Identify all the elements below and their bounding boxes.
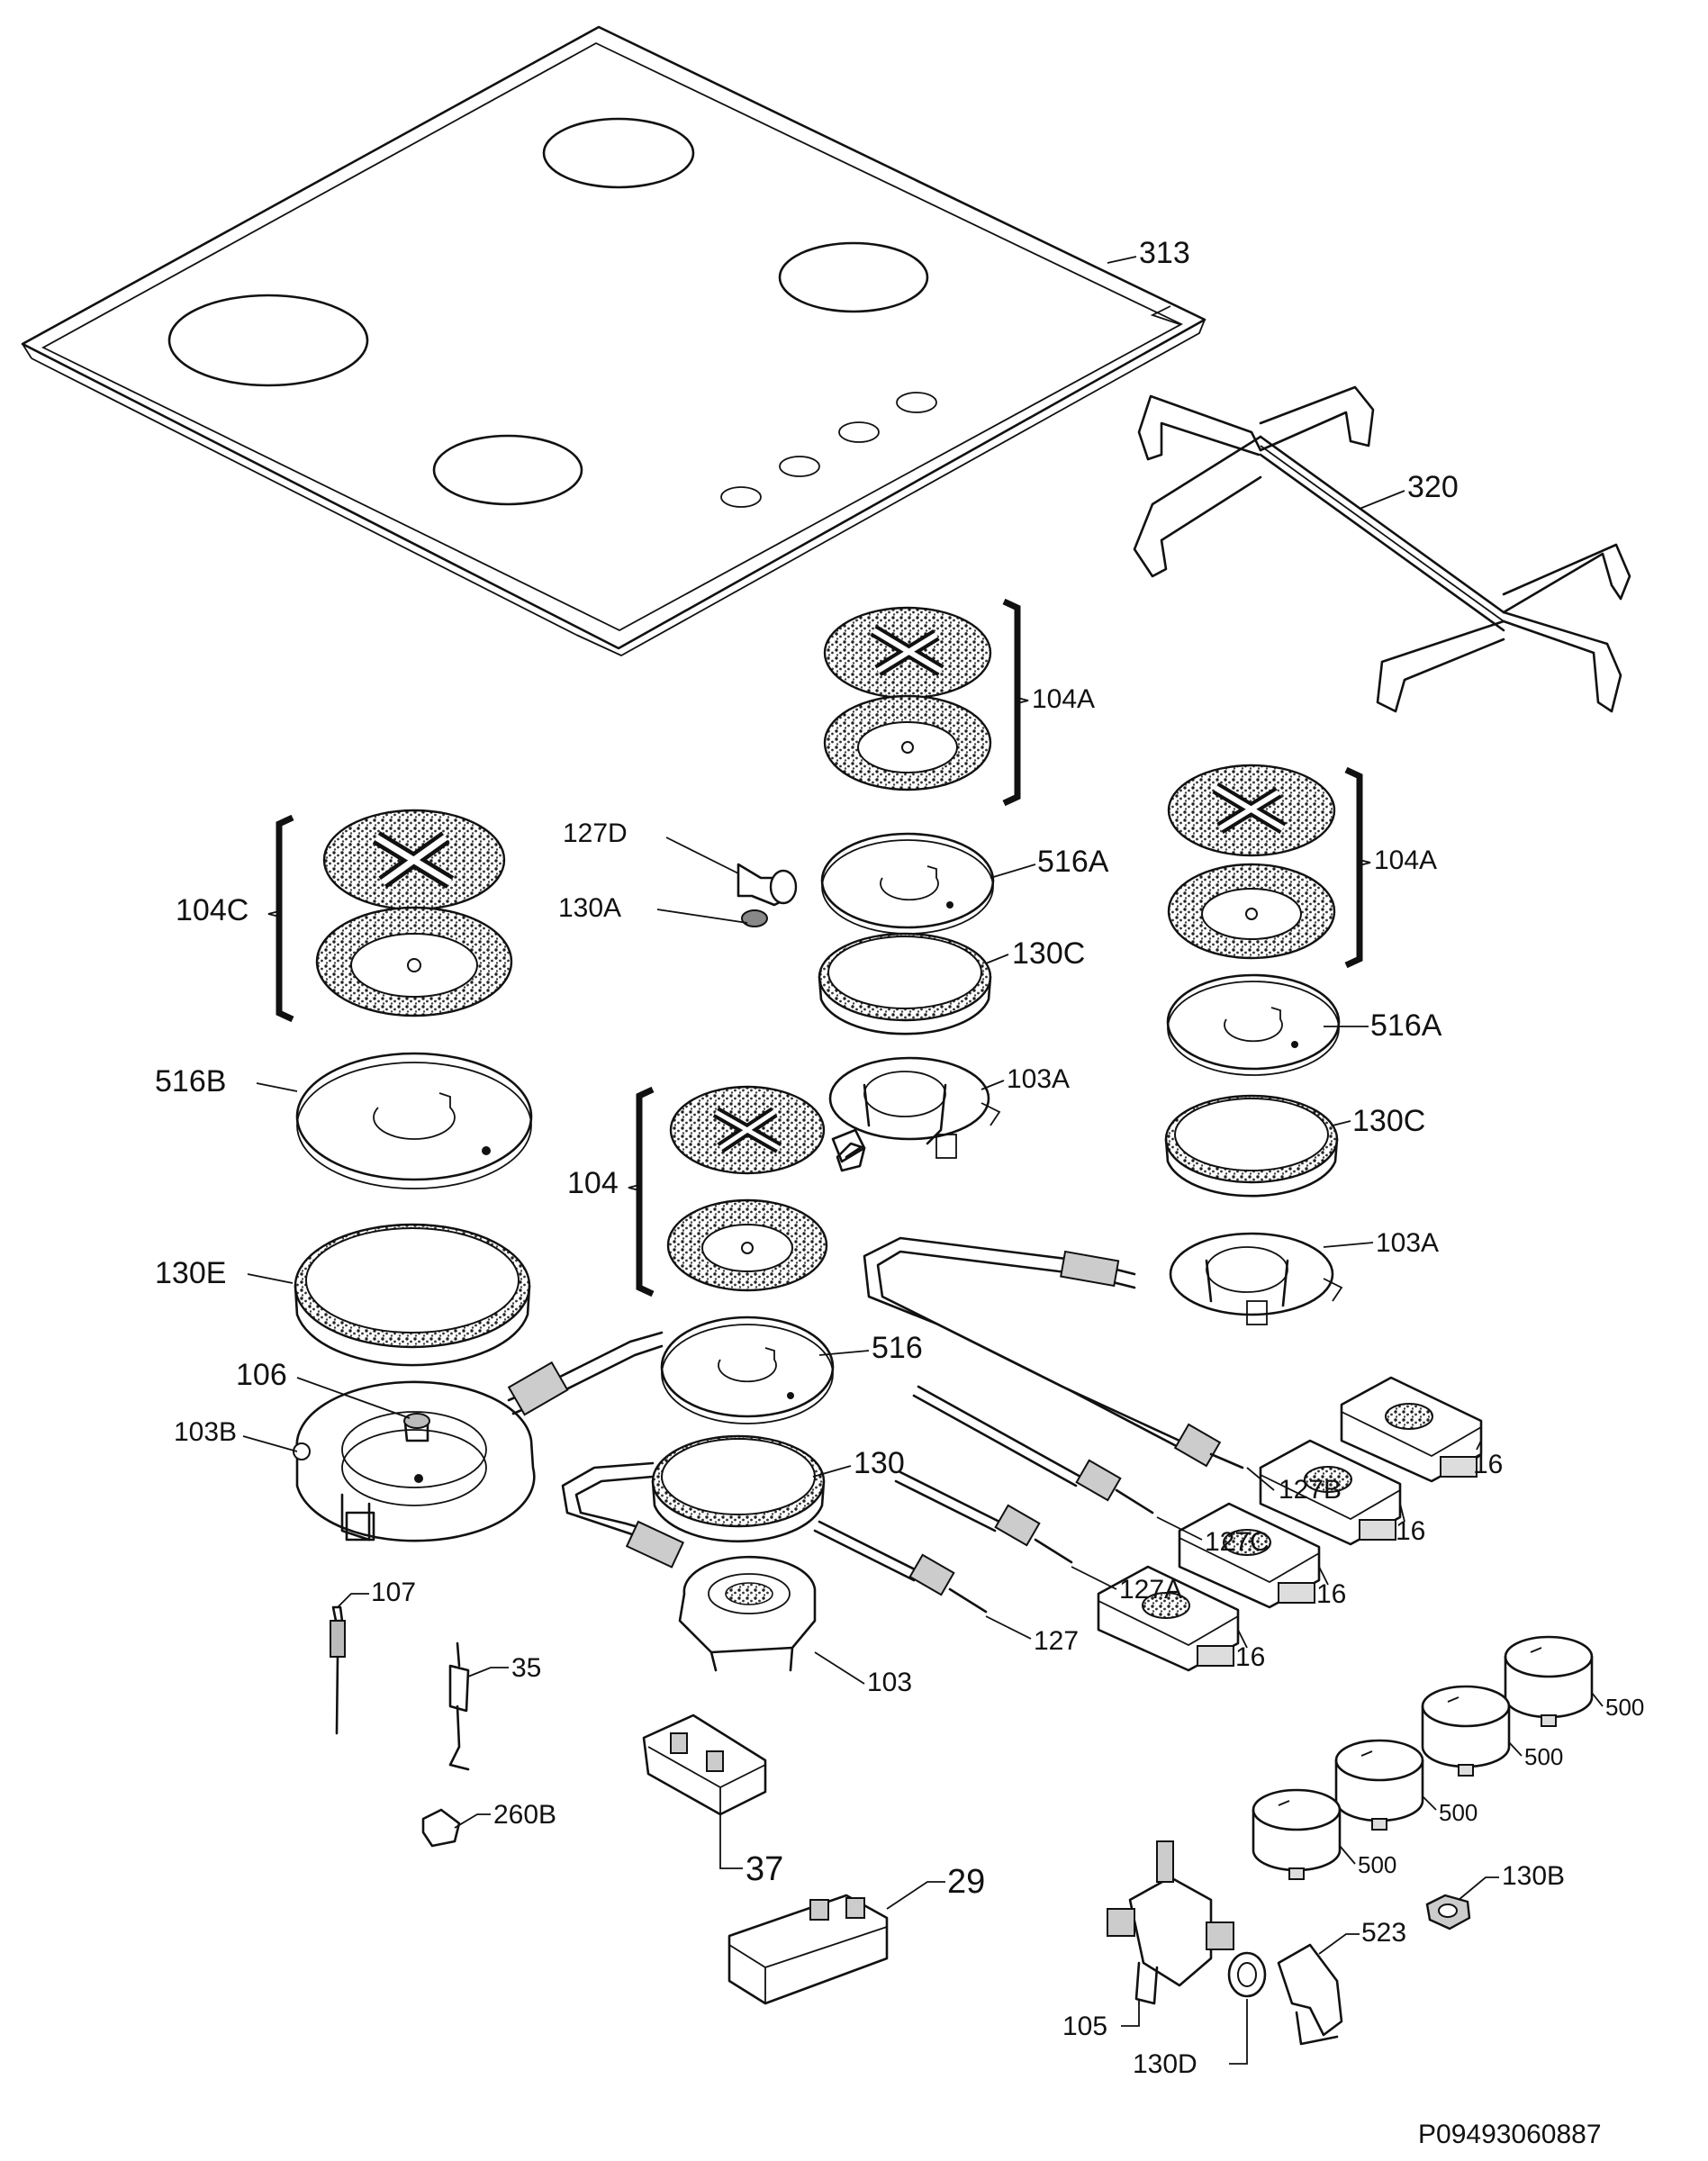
burner-base-103b bbox=[293, 1380, 536, 1542]
seal-130d bbox=[1227, 1951, 1267, 1998]
drawing-code: P09493060887 bbox=[1418, 2120, 1602, 2149]
label-127a: 127A bbox=[1119, 1575, 1182, 1605]
label-35: 35 bbox=[511, 1653, 541, 1683]
label-320: 320 bbox=[1407, 470, 1459, 504]
label-103a-top: 103A bbox=[1007, 1064, 1070, 1094]
brace-104a-right bbox=[1344, 766, 1363, 969]
label-106: 106 bbox=[236, 1358, 287, 1392]
flame-spreader-516b bbox=[295, 1052, 533, 1189]
tap-support-16-4 bbox=[1097, 1565, 1240, 1672]
clip-260b bbox=[421, 1808, 461, 1848]
control-knob-500-3 bbox=[1334, 1739, 1424, 1831]
label-130e: 130E bbox=[155, 1256, 226, 1290]
label-103b: 103B bbox=[174, 1417, 237, 1447]
label-130b: 130B bbox=[1502, 1861, 1565, 1891]
gas-pipe-127a bbox=[894, 1470, 1073, 1564]
gas-pipe-left-loop bbox=[561, 1461, 685, 1569]
label-105: 105 bbox=[1062, 2012, 1107, 2041]
label-260b: 260B bbox=[493, 1800, 556, 1830]
label-37: 37 bbox=[746, 1850, 783, 1888]
label-516a-top: 516A bbox=[1037, 845, 1109, 879]
label-16-3: 16 bbox=[1316, 1579, 1346, 1609]
flame-spreader-516a-right bbox=[1166, 973, 1341, 1076]
hob-top-panel bbox=[21, 25, 1206, 657]
label-523: 523 bbox=[1361, 1918, 1406, 1948]
tap-support-16-2 bbox=[1259, 1439, 1402, 1546]
flame-spreader-516a-top bbox=[820, 832, 995, 935]
ring-130c-top bbox=[818, 932, 992, 1035]
label-127c: 127C bbox=[1205, 1527, 1270, 1557]
label-516: 516 bbox=[872, 1331, 923, 1365]
brace-104a-top bbox=[1002, 598, 1021, 807]
spark-electrode-35 bbox=[448, 1641, 470, 1771]
label-104a-top: 104A bbox=[1032, 684, 1095, 714]
burner-cap-104c bbox=[315, 809, 513, 1017]
gas-pipe-127c bbox=[912, 1385, 1154, 1515]
label-16-1: 16 bbox=[1473, 1450, 1503, 1479]
label-130d: 130D bbox=[1133, 2049, 1197, 2079]
label-500-4: 500 bbox=[1358, 1851, 1396, 1878]
flame-spreader-516 bbox=[660, 1316, 835, 1424]
brace-104 bbox=[636, 1086, 655, 1298]
gas-pipe-127 bbox=[813, 1520, 988, 1614]
label-104: 104 bbox=[567, 1166, 619, 1200]
label-130: 130 bbox=[854, 1446, 905, 1480]
label-103a-right: 103A bbox=[1376, 1228, 1439, 1258]
label-104a-right: 104A bbox=[1374, 845, 1437, 875]
label-16-2: 16 bbox=[1396, 1516, 1425, 1546]
leader-lines bbox=[242, 256, 1604, 2065]
part-labels: 313 320 104A 104A 104C 104 127D 130A 516… bbox=[155, 236, 1644, 2149]
label-500-1: 500 bbox=[1605, 1694, 1644, 1721]
label-104c: 104C bbox=[176, 893, 249, 927]
label-29: 29 bbox=[947, 1863, 985, 1901]
gas-valve-105 bbox=[1107, 1840, 1234, 2005]
control-knob-500-4 bbox=[1252, 1788, 1342, 1880]
ring-130e bbox=[294, 1223, 531, 1367]
pan-support-grid bbox=[1133, 385, 1631, 713]
brace-104c bbox=[276, 814, 294, 1023]
thermocouple-107 bbox=[330, 1605, 346, 1735]
label-130a: 130A bbox=[558, 893, 621, 923]
ring-130 bbox=[651, 1434, 826, 1543]
nut-130b bbox=[1425, 1894, 1471, 1930]
gas-pipe-middle-short bbox=[507, 1146, 862, 1416]
injector-106 bbox=[403, 1413, 430, 1442]
label-313: 313 bbox=[1139, 236, 1190, 270]
burner-base-103 bbox=[678, 1555, 817, 1672]
control-knob-500-1 bbox=[1504, 1635, 1594, 1727]
label-127b: 127B bbox=[1279, 1475, 1342, 1505]
gas-pipe-127b bbox=[863, 1236, 1244, 1469]
label-127d: 127D bbox=[563, 818, 628, 848]
ignition-generator-29 bbox=[727, 1894, 889, 2005]
gas-pipe-127d-elbow bbox=[737, 863, 798, 927]
label-516b: 516B bbox=[155, 1064, 226, 1099]
tap-support-16-1 bbox=[1340, 1376, 1483, 1483]
tap-support-16-3 bbox=[1178, 1502, 1321, 1609]
ignition-switch-37 bbox=[642, 1713, 767, 1816]
label-127: 127 bbox=[1034, 1626, 1079, 1656]
burner-cap-104a-right bbox=[1167, 764, 1336, 960]
burner-cap-104a-top bbox=[823, 606, 992, 791]
ring-130c-right bbox=[1164, 1094, 1339, 1198]
bracket-523 bbox=[1277, 1943, 1343, 2046]
label-16-4: 16 bbox=[1235, 1642, 1265, 1672]
label-107: 107 bbox=[371, 1578, 416, 1607]
label-500-2: 500 bbox=[1524, 1743, 1563, 1770]
label-130c-right: 130C bbox=[1352, 1104, 1425, 1138]
burner-cap-104 bbox=[666, 1085, 828, 1292]
label-516a-right: 516A bbox=[1370, 1008, 1442, 1043]
label-500-3: 500 bbox=[1439, 1799, 1478, 1826]
label-130c-top: 130C bbox=[1012, 936, 1085, 971]
burner-base-103a-right bbox=[1169, 1232, 1343, 1325]
label-103: 103 bbox=[867, 1668, 912, 1697]
control-knob-500-2 bbox=[1421, 1685, 1511, 1777]
gas-pipe-103-connector bbox=[836, 1142, 866, 1172]
